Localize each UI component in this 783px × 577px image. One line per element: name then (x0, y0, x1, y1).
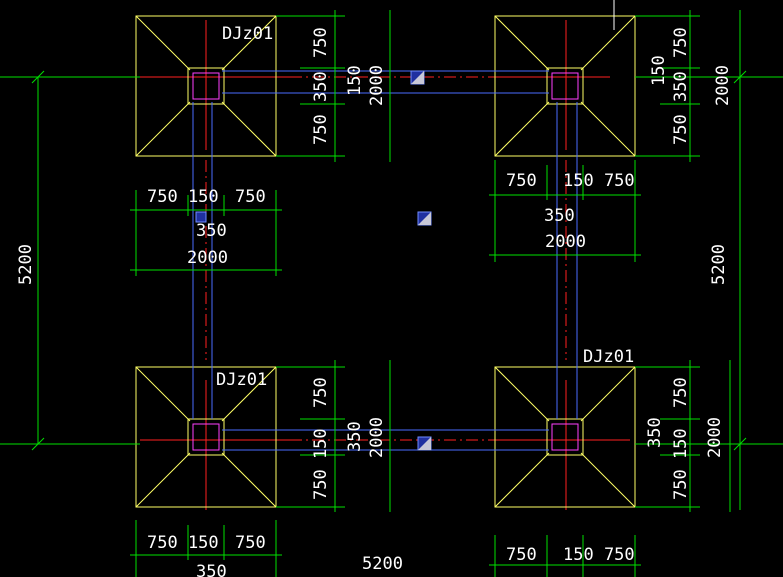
dim-text: 750 (671, 27, 691, 58)
footing-label-bottom-left: DJz01 (216, 370, 267, 390)
vertical-dims-overall: 5200 5200 (16, 244, 729, 285)
dim-text-overall-right: 5200 (709, 244, 729, 285)
footing-top-right[interactable] (494, 15, 636, 157)
dim-text: 350 (345, 421, 365, 452)
dim-text: 2000 (705, 417, 725, 458)
dim-text: 750 150 (147, 187, 219, 207)
columns[interactable] (192, 72, 579, 451)
dim-text: 750 150 (147, 533, 219, 553)
dim-text: 750 (311, 27, 331, 58)
dim-text: 2000 (187, 248, 228, 268)
vertical-dims-top-left: 750 350 750 150 2000 (311, 27, 387, 145)
dim-text-overall-left: 5200 (16, 244, 36, 285)
vertical-dims-bottom-right: 750 350 750 150 2000 (645, 377, 725, 500)
footing-bottom-right[interactable] (494, 366, 636, 508)
dim-text: 750 (235, 187, 266, 207)
dim-text: 750 (506, 545, 537, 565)
axis-lines (140, 20, 630, 510)
dim-text: 150 750 (563, 545, 635, 565)
dim-text: 750 (671, 114, 691, 145)
beams[interactable] (192, 70, 578, 451)
dim-text: 2000 (545, 232, 586, 252)
dim-text: 2000 (367, 65, 387, 106)
dim-text: 750 (311, 377, 331, 408)
dim-text: 150 750 (563, 171, 635, 191)
dim-text: 350 (311, 71, 331, 102)
vertical-dims-top-right: 750 150 350 750 2000 (649, 27, 733, 145)
point-markers[interactable] (195, 70, 432, 451)
dim-text: 750 (311, 114, 331, 145)
dim-text: 5200 (362, 554, 403, 574)
dim-text: 350 (196, 221, 227, 241)
dim-text: 150 (649, 55, 669, 86)
dim-text: 150 (345, 65, 365, 96)
dim-text: 350 (196, 562, 227, 577)
dim-text: 350 (671, 71, 691, 102)
dim-text: 750 (235, 533, 266, 553)
dim-text: 350 (645, 417, 665, 448)
footing-label-bottom-right: DJz01 (583, 347, 634, 367)
footing-top-left[interactable] (135, 15, 277, 157)
dim-text: 750 (671, 377, 691, 408)
dim-text: 2000 (367, 417, 387, 458)
vertical-dims-bottom-left: 750 350 750 150 2000 (311, 377, 387, 500)
dim-text: 750 (506, 171, 537, 191)
footing-label-top-left: DJz01 (222, 24, 273, 44)
dim-text: 2000 (713, 65, 733, 106)
dim-text: 750 150 (671, 428, 691, 500)
dim-text: 750 150 (311, 428, 331, 500)
dim-text: 350 (544, 206, 575, 226)
footing-bottom-left[interactable] (135, 366, 277, 508)
